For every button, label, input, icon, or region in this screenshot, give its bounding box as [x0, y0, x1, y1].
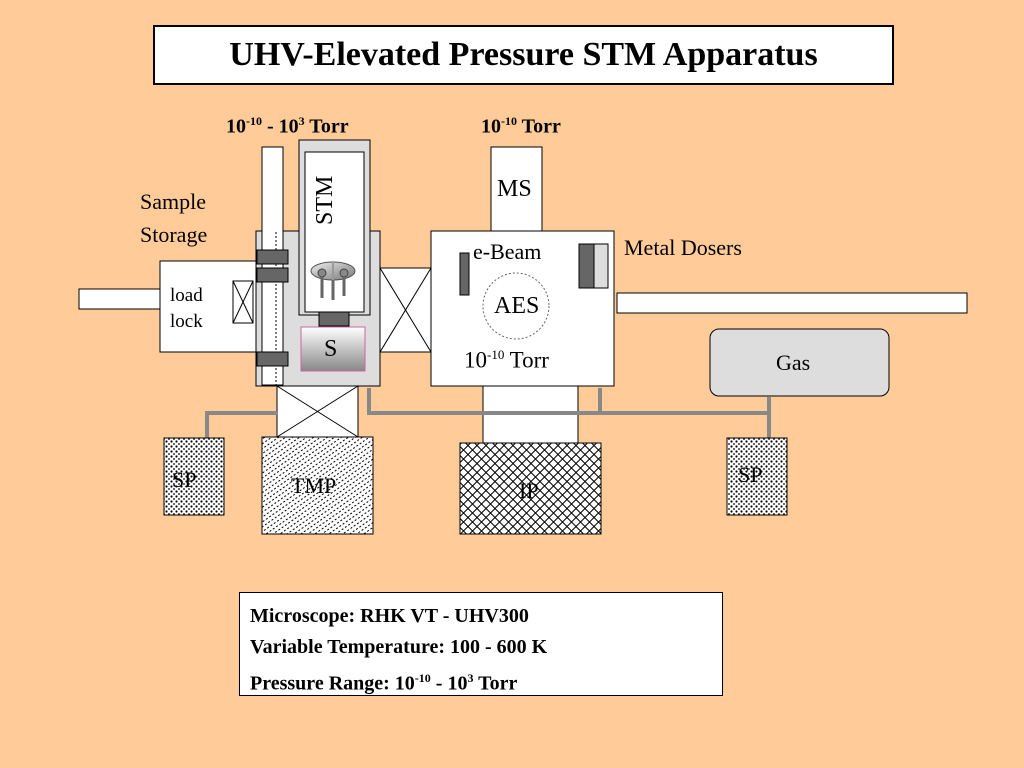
- metal-doser-1: [578, 243, 595, 289]
- tmp-label: TMP: [291, 473, 337, 498]
- storage-clamp-3: [256, 351, 289, 367]
- aes-analyzer: [482, 272, 550, 340]
- pressure-label-analysis: 10-10 Torr: [481, 114, 561, 138]
- sp-left-label: SP: [172, 467, 197, 492]
- pressure-label-stm: 10-10 - 103 Torr: [226, 114, 349, 138]
- load-lock-label: load lock: [170, 285, 203, 332]
- gas-line: [205, 388, 771, 438]
- diagram-title: UHV-Elevated Pressure STM Apparatus: [153, 25, 894, 85]
- ebeam-label: e-Beam: [473, 239, 542, 264]
- ion-pump: [459, 442, 602, 535]
- metal-doser-2: [593, 243, 609, 289]
- ms-tube: [490, 146, 543, 232]
- gas-supply: [709, 328, 890, 397]
- spec-microscope: Microscope: RHK VT - UHV300: [250, 605, 529, 627]
- sample-block: [300, 326, 366, 372]
- transfer-rod-right: [616, 292, 968, 314]
- diagram-title-text: UHV-Elevated Pressure STM Apparatus: [229, 36, 818, 73]
- sample-mount: [318, 311, 350, 327]
- sample-label: S: [324, 336, 338, 362]
- sp-right-label: SP: [738, 462, 763, 487]
- sample-storage-tube: [261, 146, 284, 386]
- ms-label: MS: [497, 176, 532, 202]
- sorption-pump-right: [726, 437, 788, 516]
- gas-label: Gas: [776, 350, 811, 375]
- storage-clamp-1: [256, 249, 289, 265]
- aes-label: AES: [494, 293, 540, 319]
- sorption-pump-left: [163, 437, 225, 516]
- transfer-rod-left: [78, 288, 161, 310]
- stm-label: STM: [312, 175, 338, 225]
- spec-temperature: Variable Temperature: 100 - 600 K: [250, 636, 548, 658]
- ip-label: IP: [519, 478, 539, 503]
- specifications-box: Microscope: RHK VT - UHV300 Variable Tem…: [239, 592, 723, 696]
- metal-dosers-label: Metal Dosers: [624, 235, 742, 260]
- turbo-pump: [261, 436, 374, 535]
- stm-scanner-head: [310, 261, 356, 300]
- sample-storage-label: Sample Storage: [140, 189, 208, 247]
- spec-pressure-range: Pressure Range: 10-10 - 103 Torr: [250, 671, 518, 695]
- chamber-pressure-label: 10-10 Torr: [464, 347, 549, 373]
- storage-clamp-2: [256, 267, 289, 283]
- ebeam-source: [459, 252, 470, 296]
